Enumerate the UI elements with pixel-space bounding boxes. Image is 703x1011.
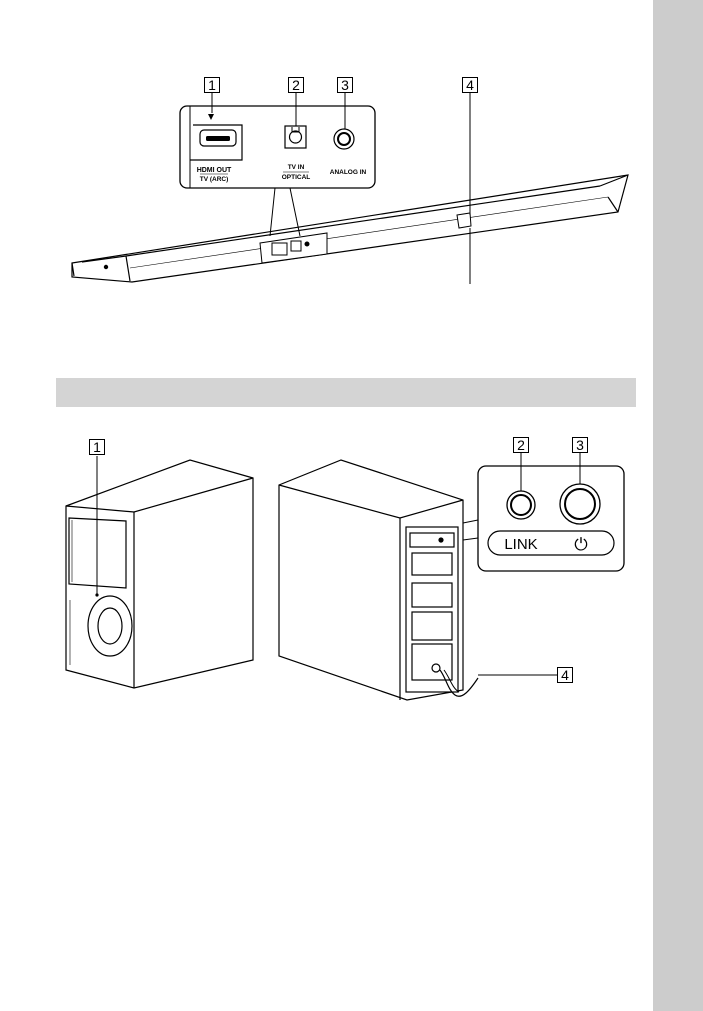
optical-label-line1: TV IN — [288, 164, 305, 171]
subwoofer-callout-2: 2 — [513, 437, 529, 453]
subwoofer-callout-4: 4 — [557, 667, 573, 683]
analog-port — [334, 129, 354, 149]
optical-label-line2: OPTICAL — [282, 174, 311, 181]
cable-clip — [457, 213, 471, 228]
soundbar-callout-4: 4 — [462, 77, 478, 93]
soundbar-body — [72, 175, 628, 282]
subwoofer-callout-1: 1 — [89, 439, 105, 455]
soundbar-illustration: HDMI OUT TV (ARC) TV IN OPTICAL ANALOG I… — [0, 0, 653, 320]
subwoofer-illustration: LINK ⏻ — [0, 410, 653, 710]
soundbar-callout-2: 2 — [288, 77, 304, 93]
power-symbol-icon: ⏻ — [574, 535, 588, 554]
link-label: LINK — [504, 536, 537, 553]
hdmi-port — [190, 114, 242, 160]
subwoofer-front — [66, 460, 253, 688]
side-tab — [653, 0, 703, 1011]
link-button — [507, 491, 535, 519]
optical-port — [285, 126, 306, 148]
power-button — [560, 484, 600, 524]
soundbar-callout-3: 3 — [337, 77, 353, 93]
analog-label: ANALOG IN — [330, 169, 367, 176]
section-header-bar — [56, 378, 636, 407]
hdmi-label-line2: TV (ARC) — [200, 176, 229, 183]
soundbar-callout-1: 1 — [204, 77, 220, 93]
hdmi-label-line1: HDMI OUT — [197, 167, 232, 174]
subwoofer-callout-3: 3 — [572, 437, 588, 453]
subwoofer-rear — [279, 460, 463, 700]
